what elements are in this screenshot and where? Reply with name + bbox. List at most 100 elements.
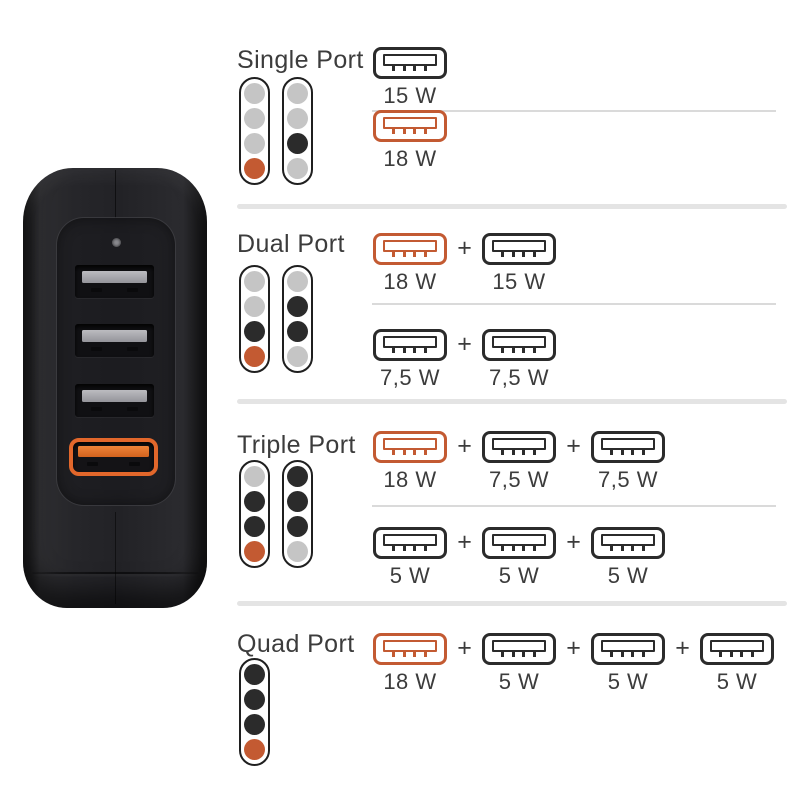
- usb-pin: [501, 546, 504, 551]
- usb-port-spec: 5 W: [373, 527, 447, 589]
- usb-pin: [512, 450, 515, 455]
- usb-pin: [91, 407, 102, 411]
- charger: [23, 168, 207, 608]
- usb-pin: [501, 450, 504, 455]
- port-indicator-column: [282, 77, 313, 185]
- usb-pin: [501, 348, 504, 353]
- usb-pin: [740, 652, 743, 657]
- black-port-dot: [287, 491, 308, 512]
- usb-tongue: [383, 240, 437, 252]
- usb-tongue: [383, 438, 437, 450]
- black-port-dot: [287, 296, 308, 317]
- port-indicator-group: [239, 460, 313, 568]
- usb-port-spec: 18 W: [373, 633, 447, 695]
- plus-sign: +: [675, 634, 690, 662]
- usb-tongue: [383, 534, 437, 546]
- usb-port-fast-charge: [69, 438, 158, 476]
- usb-tongue: [383, 117, 437, 129]
- black-port-dot: [287, 321, 308, 342]
- charger-port-panel: [56, 217, 176, 506]
- usb-pin: [87, 462, 98, 466]
- usb-pin: [403, 66, 406, 71]
- port-indicator-group: [239, 77, 313, 185]
- usb-a-icon: [373, 527, 447, 559]
- gray-port-dot: [244, 108, 265, 129]
- charger-bottom-seam: [115, 512, 116, 604]
- gray-port-dot: [287, 541, 308, 562]
- port-indicator-column: [239, 77, 270, 185]
- usb-pin: [413, 252, 416, 257]
- usb-pin: [512, 252, 515, 257]
- plus-sign: +: [457, 234, 472, 262]
- usb-pin: [413, 129, 416, 134]
- usb-pin: [129, 462, 140, 466]
- usb-a-icon: [373, 633, 447, 665]
- usb-pin: [127, 407, 138, 411]
- usb-pin: [424, 652, 427, 657]
- power-option-row: 18 W+7,5 W+7,5 W: [373, 431, 665, 493]
- usb-tongue: [601, 640, 655, 652]
- gray-port-dot: [287, 83, 308, 104]
- usb-pin: [413, 348, 416, 353]
- black-port-dot: [244, 664, 265, 685]
- wattage-label: 7,5 W: [598, 467, 658, 492]
- usb-pin: [533, 450, 536, 455]
- section-divider: [237, 399, 787, 404]
- usb-pin: [403, 546, 406, 551]
- wattage-label: 5 W: [498, 563, 540, 588]
- plus-sign: +: [457, 432, 472, 460]
- usb-pin: [621, 652, 624, 657]
- usb-port-spec: 7,5 W: [591, 431, 665, 493]
- usb-tongue: [383, 54, 437, 66]
- usb-pin: [631, 652, 634, 657]
- charger-body: [23, 168, 207, 608]
- usb-port-3: [75, 384, 154, 417]
- usb-tongue: [601, 438, 655, 450]
- usb-pin: [522, 450, 525, 455]
- usb-pin: [533, 652, 536, 657]
- usb-a-icon: [373, 47, 447, 79]
- wattage-label: 18 W: [383, 146, 437, 171]
- wattage-label: 5 W: [607, 563, 649, 588]
- usb-a-icon: [482, 633, 556, 665]
- usb-pin: [127, 288, 138, 292]
- usb-pin: [413, 450, 416, 455]
- port-indicator-column: [239, 658, 270, 766]
- usb-a-icon: [482, 431, 556, 463]
- plus-sign: +: [566, 528, 581, 556]
- usb-pin: [631, 450, 634, 455]
- black-port-dot: [287, 516, 308, 537]
- gray-port-dot: [244, 133, 265, 154]
- black-port-dot: [244, 714, 265, 735]
- usb-pin: [751, 652, 754, 657]
- usb-port-spec: 7,5 W: [373, 329, 447, 391]
- usb-pin: [91, 288, 102, 292]
- usb-pin: [501, 652, 504, 657]
- usb-pin: [403, 450, 406, 455]
- orange-port-dot: [244, 739, 265, 760]
- usb-pin: [403, 252, 406, 257]
- usb-a-icon: [591, 527, 665, 559]
- usb-pin: [642, 652, 645, 657]
- plus-sign: +: [566, 432, 581, 460]
- usb-tongue: [492, 640, 546, 652]
- usb-pin: [413, 66, 416, 71]
- black-port-dot: [244, 516, 265, 537]
- usb-pin: [424, 546, 427, 551]
- port-indicator-column: [282, 265, 313, 373]
- option-divider: [372, 303, 776, 305]
- usb-a-icon: [373, 110, 447, 142]
- usb-pin: [413, 546, 416, 551]
- usb-port-spec: 15 W: [482, 233, 556, 295]
- section-title: Triple Port: [237, 431, 356, 459]
- usb-tongue: [492, 240, 546, 252]
- usb-tongue: [492, 438, 546, 450]
- usb-pin: [730, 652, 733, 657]
- section-divider: [237, 601, 787, 606]
- led-indicator: [111, 238, 121, 247]
- wattage-label: 5 W: [498, 669, 540, 694]
- port-indicator-group: [239, 265, 313, 373]
- usb-pin: [392, 450, 395, 455]
- usb-pin: [522, 252, 525, 257]
